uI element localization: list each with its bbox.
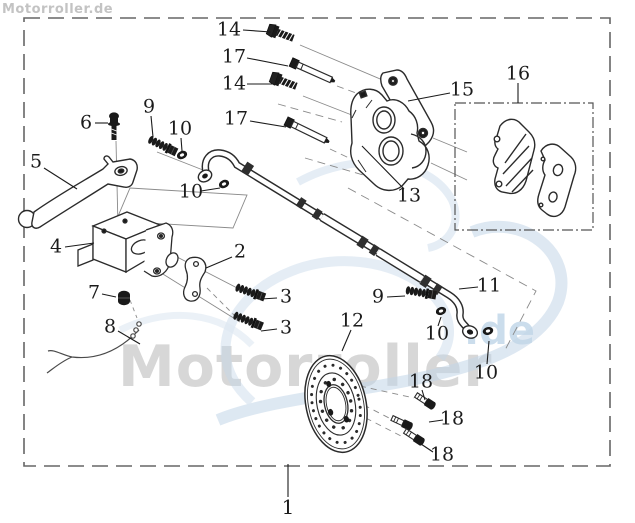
watermark-corner-text: Motorroller.de xyxy=(2,2,114,17)
part-label-9a: 9 xyxy=(142,95,156,118)
brake-lever xyxy=(17,155,138,229)
part-label-11: 11 xyxy=(476,274,502,297)
part-label-12: 12 xyxy=(339,309,365,332)
slide-pin-upper xyxy=(288,57,338,87)
part-label-13: 13 xyxy=(396,184,422,207)
slide-pin-lower xyxy=(283,116,332,147)
part-label-18b: 18 xyxy=(439,407,465,430)
part-label-2: 2 xyxy=(233,240,247,263)
brake-pad-backplate xyxy=(537,143,577,218)
part-label-17a: 17 xyxy=(221,45,247,68)
part-label-6: 6 xyxy=(79,111,93,134)
part-label-16: 16 xyxy=(505,62,531,85)
part-label-10c: 10 xyxy=(424,322,450,345)
part-label-5: 5 xyxy=(29,150,43,173)
part-label-18a: 18 xyxy=(408,370,434,393)
part-label-1: 1 xyxy=(281,495,295,519)
disc-bolt-3 xyxy=(402,426,427,448)
projection-lines xyxy=(115,44,537,438)
washer-left-upper xyxy=(175,149,189,161)
washer-right-lower xyxy=(481,325,495,337)
part-label-15: 15 xyxy=(449,78,475,101)
part-label-3b: 3 xyxy=(279,316,293,339)
part-label-9b: 9 xyxy=(371,285,385,308)
disc-bolt-2 xyxy=(389,413,415,432)
part-label-10b: 10 xyxy=(178,180,204,203)
diagram-frame-border xyxy=(23,17,611,467)
part-label-17b: 17 xyxy=(223,107,249,130)
leader-lines xyxy=(43,29,519,497)
part-label-14b: 14 xyxy=(221,72,247,95)
part-label-14a: 14 xyxy=(216,18,242,41)
disc-bolt-1 xyxy=(413,390,438,412)
part-label-3a: 3 xyxy=(279,285,293,308)
part-label-10d: 10 xyxy=(473,361,499,384)
part-label-10a: 10 xyxy=(167,117,193,140)
master-cylinder xyxy=(77,211,179,278)
lever-pivot-bolt xyxy=(108,112,120,140)
brake-pad-friction xyxy=(492,118,536,195)
lock-nut xyxy=(118,290,130,306)
part-label-18c: 18 xyxy=(429,443,455,466)
brake-pads-group-box xyxy=(454,102,594,231)
brake-hose xyxy=(197,149,479,339)
brake-caliper-body xyxy=(350,88,430,191)
part-label-8: 8 xyxy=(103,315,117,338)
brake-disc xyxy=(304,354,368,454)
brake-switch-cable xyxy=(46,321,142,374)
caliper-bolt-lower xyxy=(268,70,300,93)
caliper-bolt-upper xyxy=(265,22,297,45)
handlebar-clamp xyxy=(183,256,207,302)
part-label-4: 4 xyxy=(49,235,63,258)
part-label-7: 7 xyxy=(87,281,101,304)
